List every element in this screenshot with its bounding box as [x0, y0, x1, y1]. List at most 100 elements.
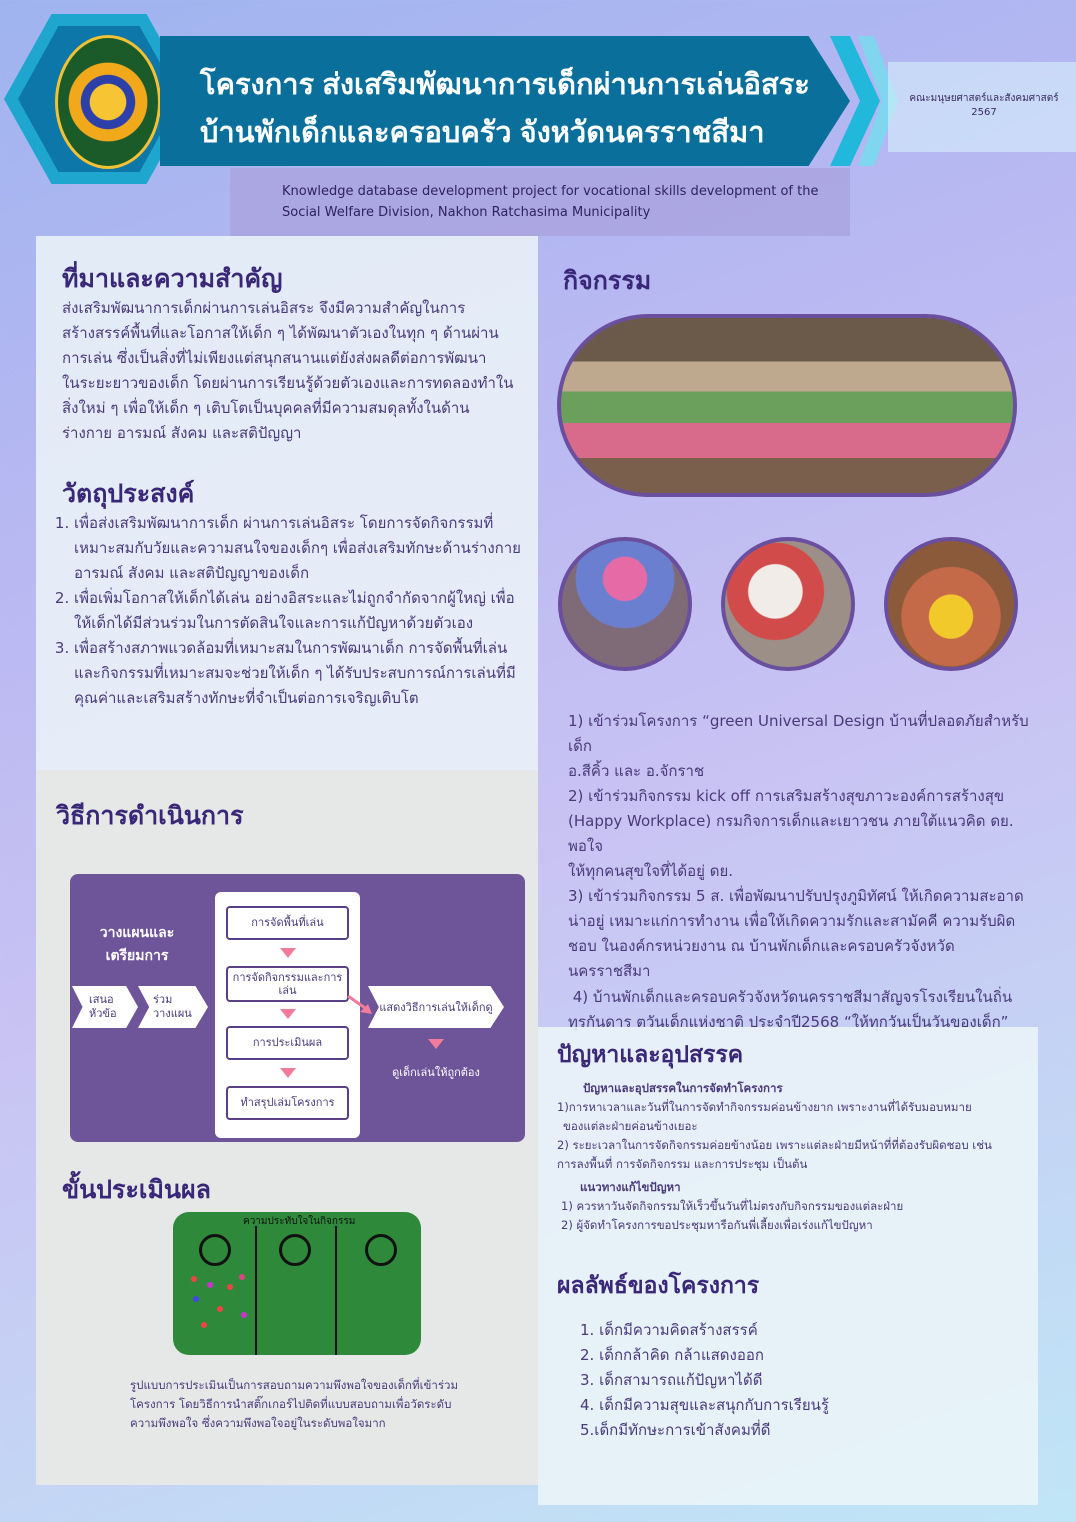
sticker: [207, 1282, 213, 1288]
step-evaluation: การประเมินผล: [226, 1026, 349, 1060]
subtitle-line-1: Knowledge database development project f…: [282, 184, 819, 199]
background-line: ร่างกาย อารมณ์ สังคม และสติปัญญา: [62, 424, 302, 443]
faculty-year: 2567: [971, 107, 997, 118]
result-item: 2. เด็กกล้าคิด กล้าแสดงออก: [580, 1346, 764, 1365]
result-item: 4. เด็กมีความสุขและสนุกกับการเรียนรู้: [580, 1396, 829, 1415]
problem-line: การลงพื้นที่ การจัดกิจกรรม และการประชุม …: [557, 1156, 808, 1171]
result-item: 5.เด็กมีทักษะการเข้าสังคมที่ดี: [580, 1421, 771, 1440]
title-line-1: โครงการ ส่งเสริมพัฒนาการเด็กผ่านการเล่นอ…: [200, 69, 810, 101]
activity-line: (Happy Workplace) กรมกิจการเด็กและเยาวชน…: [568, 812, 1014, 856]
background-line: การเล่น ซึ่งเป็นสิ่งที่ไม่เพียงแต่สนุกสน…: [62, 349, 487, 368]
faculty-box: [888, 62, 1076, 152]
caption-line: ความพึงพอใจ ซึ่งความพึงพอใจอยู่ในระดับพอ…: [130, 1415, 386, 1430]
method-heading: วิธีการดำเนินการ: [56, 802, 244, 830]
sticker: [201, 1322, 207, 1328]
activity-line: ทุรกันดาร ตวันเด็กแห่งชาติ ประจำปี2568 “…: [568, 1012, 1009, 1031]
activity-group-photo: [557, 314, 1017, 497]
step-propose-topic: เสนอ หัวข้อ: [72, 986, 138, 1028]
activity-line: อ.สีคิ้ว และ อ.จักราช: [568, 762, 705, 781]
step-joint-planning: ร่วม วางแผน: [138, 986, 208, 1028]
problems-heading: ปัญหาและอุปสรรค: [557, 1041, 744, 1067]
step-plan-line: วางแผน: [153, 1007, 192, 1020]
panel-background-objectives: [36, 236, 538, 770]
activity-photo-stage: [558, 537, 692, 671]
activity-line: 3) เข้าร่วมกิจกรรม 5 ส. เพื่อพัฒนาปรับปร…: [568, 887, 1024, 906]
sticker: [217, 1306, 223, 1312]
subtitle-line-2: Social Welfare Division, Nakhon Ratchasi…: [282, 205, 651, 221]
activities-text: 1) เข้าร่วมโครงการ “green Universal Desi…: [568, 709, 1046, 1035]
sticker: [241, 1312, 247, 1318]
step-propose-line: หัวข้อ: [89, 1007, 117, 1020]
activity-photo-workshop: [721, 537, 855, 671]
objective-item: เพื่อส่งเสริมพัฒนาการเด็ก ผ่านการเล่นอิส…: [74, 511, 530, 586]
activity-line: นครราชสีมา: [568, 962, 651, 981]
step-watch-children: ดูเด็กเล่นให้ถูกต้อง: [392, 1066, 480, 1079]
objective-item: เพื่อสร้างสภาพแวดล้อมที่เหมาะสมในการพัฒน…: [74, 636, 530, 711]
title-line-2: บ้านพักเด็กและครอบครัว จังหวัดนครราชสีมา: [200, 116, 765, 149]
background-line: ในระยะยาวของเด็ก โดยผ่านการเรียนรู้ด้วยต…: [62, 374, 514, 393]
board-divider: [335, 1226, 337, 1355]
arrow-down-icon: [280, 1009, 296, 1019]
title-banner: [160, 36, 850, 166]
activity-line: 2) เข้าร่วมกิจกรรม kick off การเสริมสร้า…: [568, 787, 1005, 806]
sticker: [193, 1296, 199, 1302]
results-list: 1. เด็กมีความคิดสร้างสรรค์ 2. เด็กกล้าคิ…: [538, 1318, 1028, 1443]
sticker: [191, 1276, 197, 1282]
arrow-down-icon: [280, 948, 296, 958]
activity-line: น่าอยู่ เหมาะแก่การทำงาน เพื่อให้เกิดควา…: [568, 912, 1016, 931]
caption-line: โครงการ โดยวิธีการนำสติ๊กเกอร์ไปติดที่แบ…: [130, 1396, 452, 1411]
board-divider: [255, 1226, 257, 1355]
arrow-down-icon: [428, 1039, 444, 1049]
background-line: ส่งเสริมพัฒนาการเด็กผ่านการเล่นอิสระ จึง…: [62, 299, 466, 317]
solutions-list: 1) ควรหาวันจัดกิจกรรมให้เร็วขึ้นวันที่ไม…: [561, 1197, 1031, 1235]
caption-line: รูปแบบการประเมินเป็นการสอบถามความพึงพอใจ…: [130, 1378, 459, 1392]
poster-title: โครงการ ส่งเสริมพัฒนาการเด็กผ่านการเล่นอ…: [200, 62, 840, 158]
activity-line: 4) บ้านพักเด็กและครอบครัวจังหวัดนครราชสี…: [568, 987, 1013, 1006]
problem-line: 2) ระยะเวลาในการจัดกิจกรรมค่อยข้างน้อย เ…: [557, 1137, 992, 1152]
subtitle: Knowledge database development project f…: [282, 181, 842, 224]
results-heading: ผลลัพธ์ของโครงการ: [557, 1272, 760, 1298]
activity-line: ให้ทุกคนสุขใจที่ได้อยู่ ดย.: [568, 862, 734, 881]
evaluation-heading: ขั้นประเมินผล: [62, 1176, 211, 1204]
plan-title-line-1: วางแผนและ: [99, 925, 175, 941]
board-label: ความประทับใจในกิจกรรม: [243, 1216, 356, 1227]
background-line: สร้างสรรค์พื้นที่และโอกาสให้เด็ก ๆ ได้พั…: [62, 324, 499, 343]
problem-line: 1)การหาเวลาและวันที่ในการจัดทำกิจกรรมค่อ…: [557, 1100, 972, 1114]
step-activities: การจัดกิจกรรมและการเล่น: [226, 966, 349, 1002]
step-propose-line: เสนอ: [89, 992, 114, 1006]
step-plan-line: ร่วม: [153, 992, 173, 1006]
activity-photo-group: [884, 537, 1018, 671]
sticker: [227, 1284, 233, 1290]
background-heading: ที่มาและความสำคัญ: [62, 265, 283, 293]
solution-line: 2) ผู้จัดทำโครงการขอประชุมหารือกันพี่เลี…: [561, 1217, 873, 1232]
solutions-subheading: แนวทางแก้ไขปัญหา: [580, 1180, 681, 1194]
university-seal-logo: [55, 35, 161, 169]
evaluation-board-photo: ความประทับใจในกิจกรรม: [173, 1212, 421, 1355]
problems-list: 1)การหาเวลาและวันที่ในการจัดทำกิจกรรมค่อ…: [557, 1098, 1027, 1174]
sad-face-icon: [365, 1234, 397, 1266]
result-item: 1. เด็กมีความคิดสร้างสรรค์: [580, 1321, 758, 1339]
faculty-label: คณะมนุษยศาสตร์และสังคมศาสตร์ 2567: [888, 92, 1076, 120]
solution-line: 1) ควรหาวันจัดกิจกรรมให้เร็วขึ้นวันที่ไม…: [561, 1199, 904, 1213]
subtitle-box: [230, 168, 850, 236]
problem-line: ของแต่ละฝ่ายค่อนข้างเยอะ: [563, 1118, 698, 1133]
faculty-name: คณะมนุษยศาสตร์และสังคมศาสตร์: [909, 93, 1059, 104]
result-item: 3. เด็กสามารถแก้ปัญหาได้ดี: [580, 1371, 763, 1390]
problems-subheading: ปัญหาและอุปสรรคในการจัดทำโครงการ: [583, 1081, 783, 1095]
activities-heading: กิจกรรม: [563, 267, 652, 295]
panel-problems-results: [538, 1027, 1038, 1505]
background-text: ส่งเสริมพัฒนาการเด็กผ่านการเล่นอิสระ จึง…: [62, 296, 532, 446]
activity-line: 1) เข้าร่วมโครงการ “green Universal Desi…: [568, 712, 1029, 756]
plan-prepare-title: วางแผนและ เตรียมการ: [82, 922, 192, 968]
plan-title-line-2: เตรียมการ: [105, 948, 169, 965]
objective-item: เพื่อเพิ่มโอกาสให้เด็กได้เล่น อย่างอิสระ…: [74, 586, 530, 636]
happy-face-icon: [199, 1234, 231, 1266]
sticker: [239, 1274, 245, 1280]
evaluation-caption: รูปแบบการประเมินเป็นการสอบถามความพึงพอใจ…: [130, 1376, 530, 1433]
neutral-face-icon: [279, 1234, 311, 1266]
activity-line: ชอบ ในองค์กรหน่วยงาน ณ บ้านพักเด็กและครอ…: [568, 937, 955, 956]
arrow-down-icon: [280, 1068, 296, 1078]
step-play-area: การจัดพื้นที่เล่น: [226, 906, 349, 940]
step-summary-report: ทำสรุปเล่มโครงการ: [226, 1086, 349, 1120]
objectives-list: เพื่อส่งเสริมพัฒนาการเด็ก ผ่านการเล่นอิส…: [56, 511, 530, 711]
